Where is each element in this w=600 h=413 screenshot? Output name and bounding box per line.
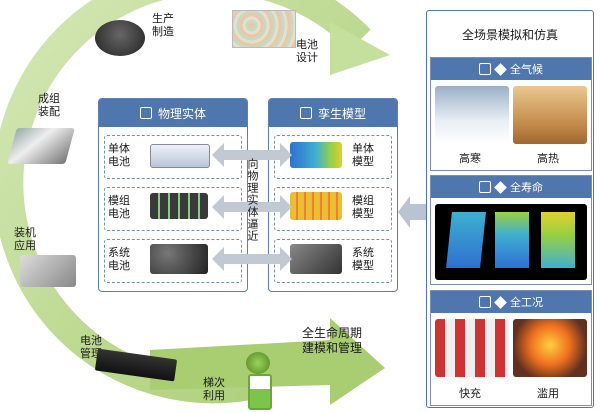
abuse-label: 滥用 xyxy=(537,387,559,400)
life-label: 全寿命 xyxy=(510,181,543,194)
hot-label: 高热 xyxy=(537,152,559,165)
square-icon xyxy=(479,296,491,308)
climate-tag: 全气候 xyxy=(431,58,591,80)
system-double-arrow xyxy=(212,247,292,271)
life-tag: 全寿命 xyxy=(431,176,591,198)
scenario-panel xyxy=(426,10,594,408)
physical-system-label: 系统 电池 xyxy=(108,246,130,272)
approach-arrows xyxy=(212,143,292,271)
square-icon xyxy=(479,181,491,193)
twin-system-label: 系统 模型 xyxy=(352,246,374,272)
twin-model-header: 孪生模型 xyxy=(269,99,397,127)
stage-production: 生产 制造 xyxy=(152,12,174,38)
diamond-icon xyxy=(494,295,507,309)
workcond-block: 全工况 快充 滥用 xyxy=(430,290,592,406)
physical-module-image xyxy=(150,193,208,219)
twin-module-label: 模组 模型 xyxy=(352,194,374,220)
window-icon xyxy=(139,107,152,119)
window-icon xyxy=(299,107,312,119)
twin-model-title: 孪生模型 xyxy=(317,106,366,121)
stage-vehicle: 装机 应用 xyxy=(14,226,36,252)
diamond-icon xyxy=(494,180,507,194)
assembly-image xyxy=(7,128,75,164)
physical-module-label: 模组 电池 xyxy=(108,194,130,220)
diamond-icon xyxy=(494,62,507,76)
physical-entity-header: 物理实体 xyxy=(99,99,247,127)
stage-full-model: 全生命周期 建模和管理 xyxy=(302,326,363,355)
hot-car-image xyxy=(513,86,587,144)
climate-label: 全气候 xyxy=(510,63,543,76)
design-microstructure-image xyxy=(232,10,296,48)
workcond-tag: 全工况 xyxy=(431,291,591,313)
stage-design: 电池 设计 xyxy=(296,38,318,64)
stage-assembly: 成组 装配 xyxy=(38,92,60,118)
twin-cell-model-image xyxy=(290,142,342,168)
reuse-plant-battery-image xyxy=(240,352,276,410)
vehicle-pack-image xyxy=(20,255,76,287)
cell-double-arrow xyxy=(212,143,292,167)
fast-charge-image xyxy=(435,319,509,377)
physical-entity-title: 物理实体 xyxy=(157,106,206,121)
twin-system-model-image xyxy=(290,244,342,274)
scenario-to-twin-arrow xyxy=(398,196,426,228)
workcond-label: 全工况 xyxy=(510,296,543,309)
physical-cell-label: 单体 电池 xyxy=(108,142,130,168)
cold-label: 高寒 xyxy=(459,152,481,165)
top-arrow-head xyxy=(330,22,390,75)
stage-reuse: 梯次 利用 xyxy=(203,376,225,402)
square-icon xyxy=(479,63,491,75)
module-double-arrow xyxy=(212,195,292,219)
aging-simulation-image xyxy=(435,204,587,280)
fast-charge-label: 快充 xyxy=(459,387,481,400)
physical-cell-image xyxy=(150,144,210,168)
production-machine-image xyxy=(95,20,145,56)
physical-system-image xyxy=(150,244,208,274)
cold-car-image xyxy=(435,86,509,144)
twin-module-model-image xyxy=(290,192,342,220)
life-block: 全寿命 xyxy=(430,175,592,285)
twin-cell-label: 单体 模型 xyxy=(352,142,374,168)
climate-block: 全气候 高寒 高热 xyxy=(430,57,592,171)
abuse-fire-image xyxy=(513,319,587,377)
scenario-title: 全场景模拟和仿真 xyxy=(461,28,558,42)
approach-label: 向物理实体逼近 xyxy=(246,158,259,242)
